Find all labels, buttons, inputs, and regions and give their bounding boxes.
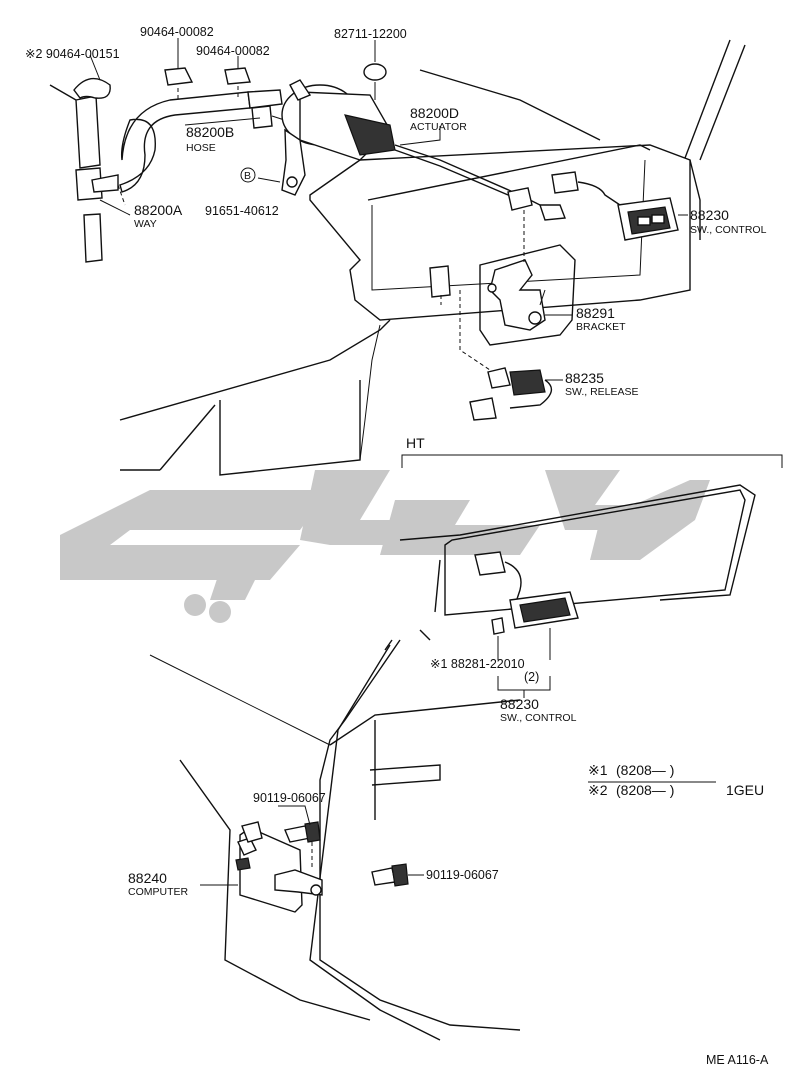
label-release-switch-number: 88235 xyxy=(565,370,604,386)
label-clamp-82711-12200: 82711-12200 xyxy=(334,27,407,41)
label-computer-number: 88240 xyxy=(128,870,167,886)
label-way-number: 88200A xyxy=(134,202,183,218)
notes: ※1 (8208— ) ※2 (8208— ) 1GEU xyxy=(588,762,764,798)
label-grommet-91651-40612: 91651-40612 xyxy=(205,204,279,218)
computer-module xyxy=(235,821,323,913)
ht-group xyxy=(401,454,783,468)
label-bracket-number: 88291 xyxy=(576,305,615,321)
watermark-logo xyxy=(60,470,710,623)
note1-text: (8208— ) xyxy=(616,762,674,778)
label-release-switch-name: SW., RELEASE xyxy=(565,386,639,398)
label-way-name: WAY xyxy=(134,218,157,230)
label-hose-name: HOSE xyxy=(186,142,216,154)
label-control-switch-name: SW., CONTROL xyxy=(690,224,767,236)
label-actuator-name: ACTUATOR xyxy=(410,121,467,133)
label-clip-90464-00082-a: 90464-00082 xyxy=(140,25,214,39)
actuator xyxy=(281,63,566,221)
label-ht: HT xyxy=(406,435,425,451)
label-actuator-number: 88200D xyxy=(410,105,459,121)
label-computer-name: COMPUTER xyxy=(128,886,189,898)
footer-reference: ME A116-A xyxy=(706,1053,769,1067)
body-outline-lower xyxy=(149,484,756,1041)
note2-text: (8208— ) xyxy=(616,782,674,798)
label-hose-number: 88200B xyxy=(186,124,234,140)
leader-lines xyxy=(89,38,688,886)
note1-mark: ※1 xyxy=(588,762,608,778)
label-clip-90464-00151: ※2 90464-00151 xyxy=(25,47,120,61)
grommet-tag-circle xyxy=(240,167,256,183)
labels: ※2 90464-00151 90464-00082 90464-00082 8… xyxy=(25,25,767,898)
hose-assembly xyxy=(49,67,301,263)
bracket xyxy=(429,210,546,371)
control-switch-ht xyxy=(474,551,579,698)
label-grommet-tag: B xyxy=(244,170,251,182)
label-ht-control-switch-number: 88230 xyxy=(500,696,539,712)
label-ht-qty: (2) xyxy=(524,670,539,684)
label-control-switch-number: 88230 xyxy=(690,207,729,223)
control-switch-upper xyxy=(551,171,679,241)
label-ht-control-switch-name: SW., CONTROL xyxy=(500,712,577,724)
label-ht-part-88281: ※1 88281-22010 xyxy=(430,657,525,671)
label-bracket-name: BRACKET xyxy=(576,321,626,333)
release-switch xyxy=(469,367,553,421)
label-bolt-right: 90119-06067 xyxy=(426,868,499,882)
bolts xyxy=(284,821,424,887)
note2-model: 1GEU xyxy=(726,782,764,798)
label-bolt-upper: 90119-06067 xyxy=(253,791,326,805)
note2-mark: ※2 xyxy=(588,782,608,798)
label-clip-90464-00082-b: 90464-00082 xyxy=(196,44,270,58)
